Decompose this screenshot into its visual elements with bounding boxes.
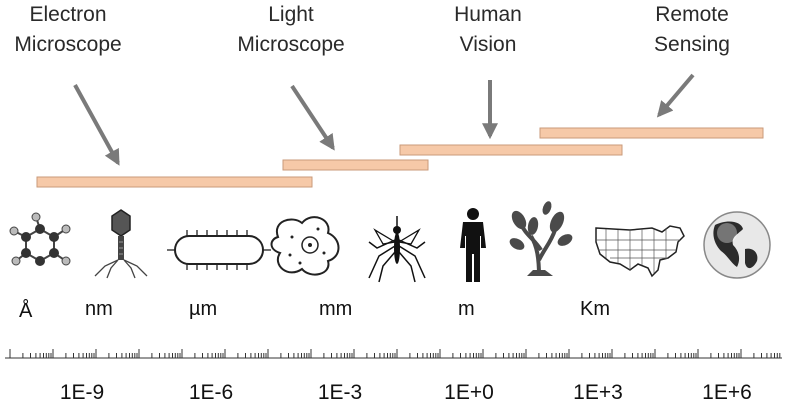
- arrow-electron-microscope: [73, 84, 120, 166]
- unit-m: m: [458, 298, 475, 320]
- range-bar-human-vision: [399, 144, 623, 156]
- range-bar-electron-microscope: [36, 176, 313, 188]
- label-human-vision: Human Vision: [454, 3, 522, 56]
- usa-map-icon: [595, 225, 685, 278]
- cell-icon: [270, 216, 340, 276]
- range-bar-remote-sensing: [539, 127, 764, 139]
- axis-tick-label: 1E+6: [702, 381, 752, 404]
- axis-tick-label: 1E+3: [573, 381, 623, 404]
- axis-tick-label: 1E-6: [188, 381, 234, 404]
- axis-tick-label: 1E+0: [444, 381, 494, 404]
- arrow-remote-sensing: [656, 73, 695, 118]
- scale-axis-ticks: [9, 349, 781, 358]
- axis-tick-label: 1E-9: [59, 381, 105, 404]
- earth-globe-icon: [703, 211, 771, 279]
- label-light-microscope: Light Microscope: [237, 3, 345, 56]
- human-icon: [460, 208, 486, 282]
- unit-km: Km: [580, 298, 610, 320]
- virus-icon: [94, 209, 148, 279]
- unit-angstrom: Å: [19, 300, 33, 322]
- molecule-icon: [9, 212, 71, 266]
- label-electron-microscope: Electron Microscope: [14, 3, 122, 56]
- axis-tick-label: 1E-3: [317, 381, 363, 404]
- unit-nm: nm: [85, 298, 113, 320]
- arrow-light-microscope: [290, 84, 335, 151]
- unit-mm: mm: [319, 298, 353, 320]
- range-bar-light-microscope: [282, 159, 429, 171]
- label-remote-sensing: Remote Sensing: [654, 3, 730, 56]
- plant-icon: [509, 201, 573, 277]
- unit-um: µm: [189, 298, 218, 320]
- bacterium-icon: [167, 230, 271, 270]
- mosquito-icon: [368, 216, 426, 283]
